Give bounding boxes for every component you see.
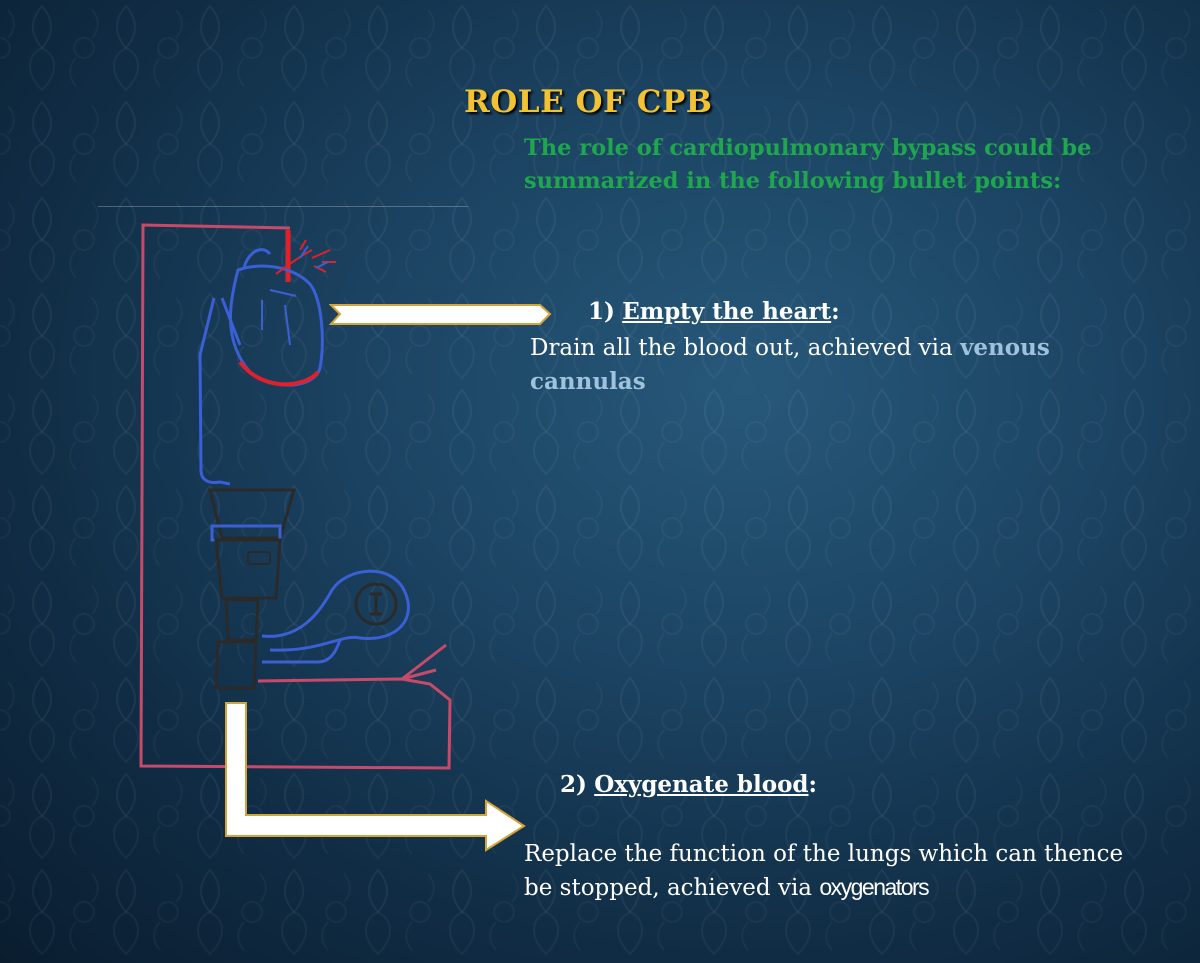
arrow-to-point-2	[225, 702, 526, 852]
arterial-line	[139, 223, 452, 770]
roller-pump-icon	[261, 569, 410, 664]
point-2-text: Replace the function of the lungs which …	[524, 841, 1124, 901]
point-2-highlight: oxygenators	[819, 874, 929, 900]
venous-line	[198, 297, 231, 486]
point-1-colon: :	[831, 298, 840, 325]
slide-subtitle: The role of cardiopulmonary bypass could…	[524, 135, 1092, 194]
reservoir-icon	[208, 488, 296, 600]
divider-line	[98, 206, 468, 207]
oxygenator-icon	[214, 598, 260, 690]
point-2-body: Replace the function of the lungs which …	[524, 838, 1124, 905]
point-1-highlight: venous cannulas	[530, 334, 1050, 395]
point-2-number: 2)	[560, 771, 587, 798]
slide-title: ROLE OF CPB	[464, 84, 713, 120]
point-2-title: Oxygenate blood	[594, 771, 809, 798]
point-1-title: Empty the heart	[622, 298, 832, 325]
point-1-heading: 1) Empty the heart:	[588, 298, 840, 325]
point-2-colon: :	[808, 771, 818, 798]
point-1-number: 1)	[588, 298, 615, 325]
point-1-text: Drain all the blood out, achieved via	[530, 335, 953, 361]
heart-drawing-icon	[228, 230, 336, 387]
point-1-body: Drain all the blood out, achieved via ve…	[530, 331, 1150, 399]
arrow-to-point-1	[328, 304, 552, 325]
point-2-heading: 2) Oxygenate blood:	[560, 771, 817, 798]
arterial-branch	[401, 643, 447, 681]
